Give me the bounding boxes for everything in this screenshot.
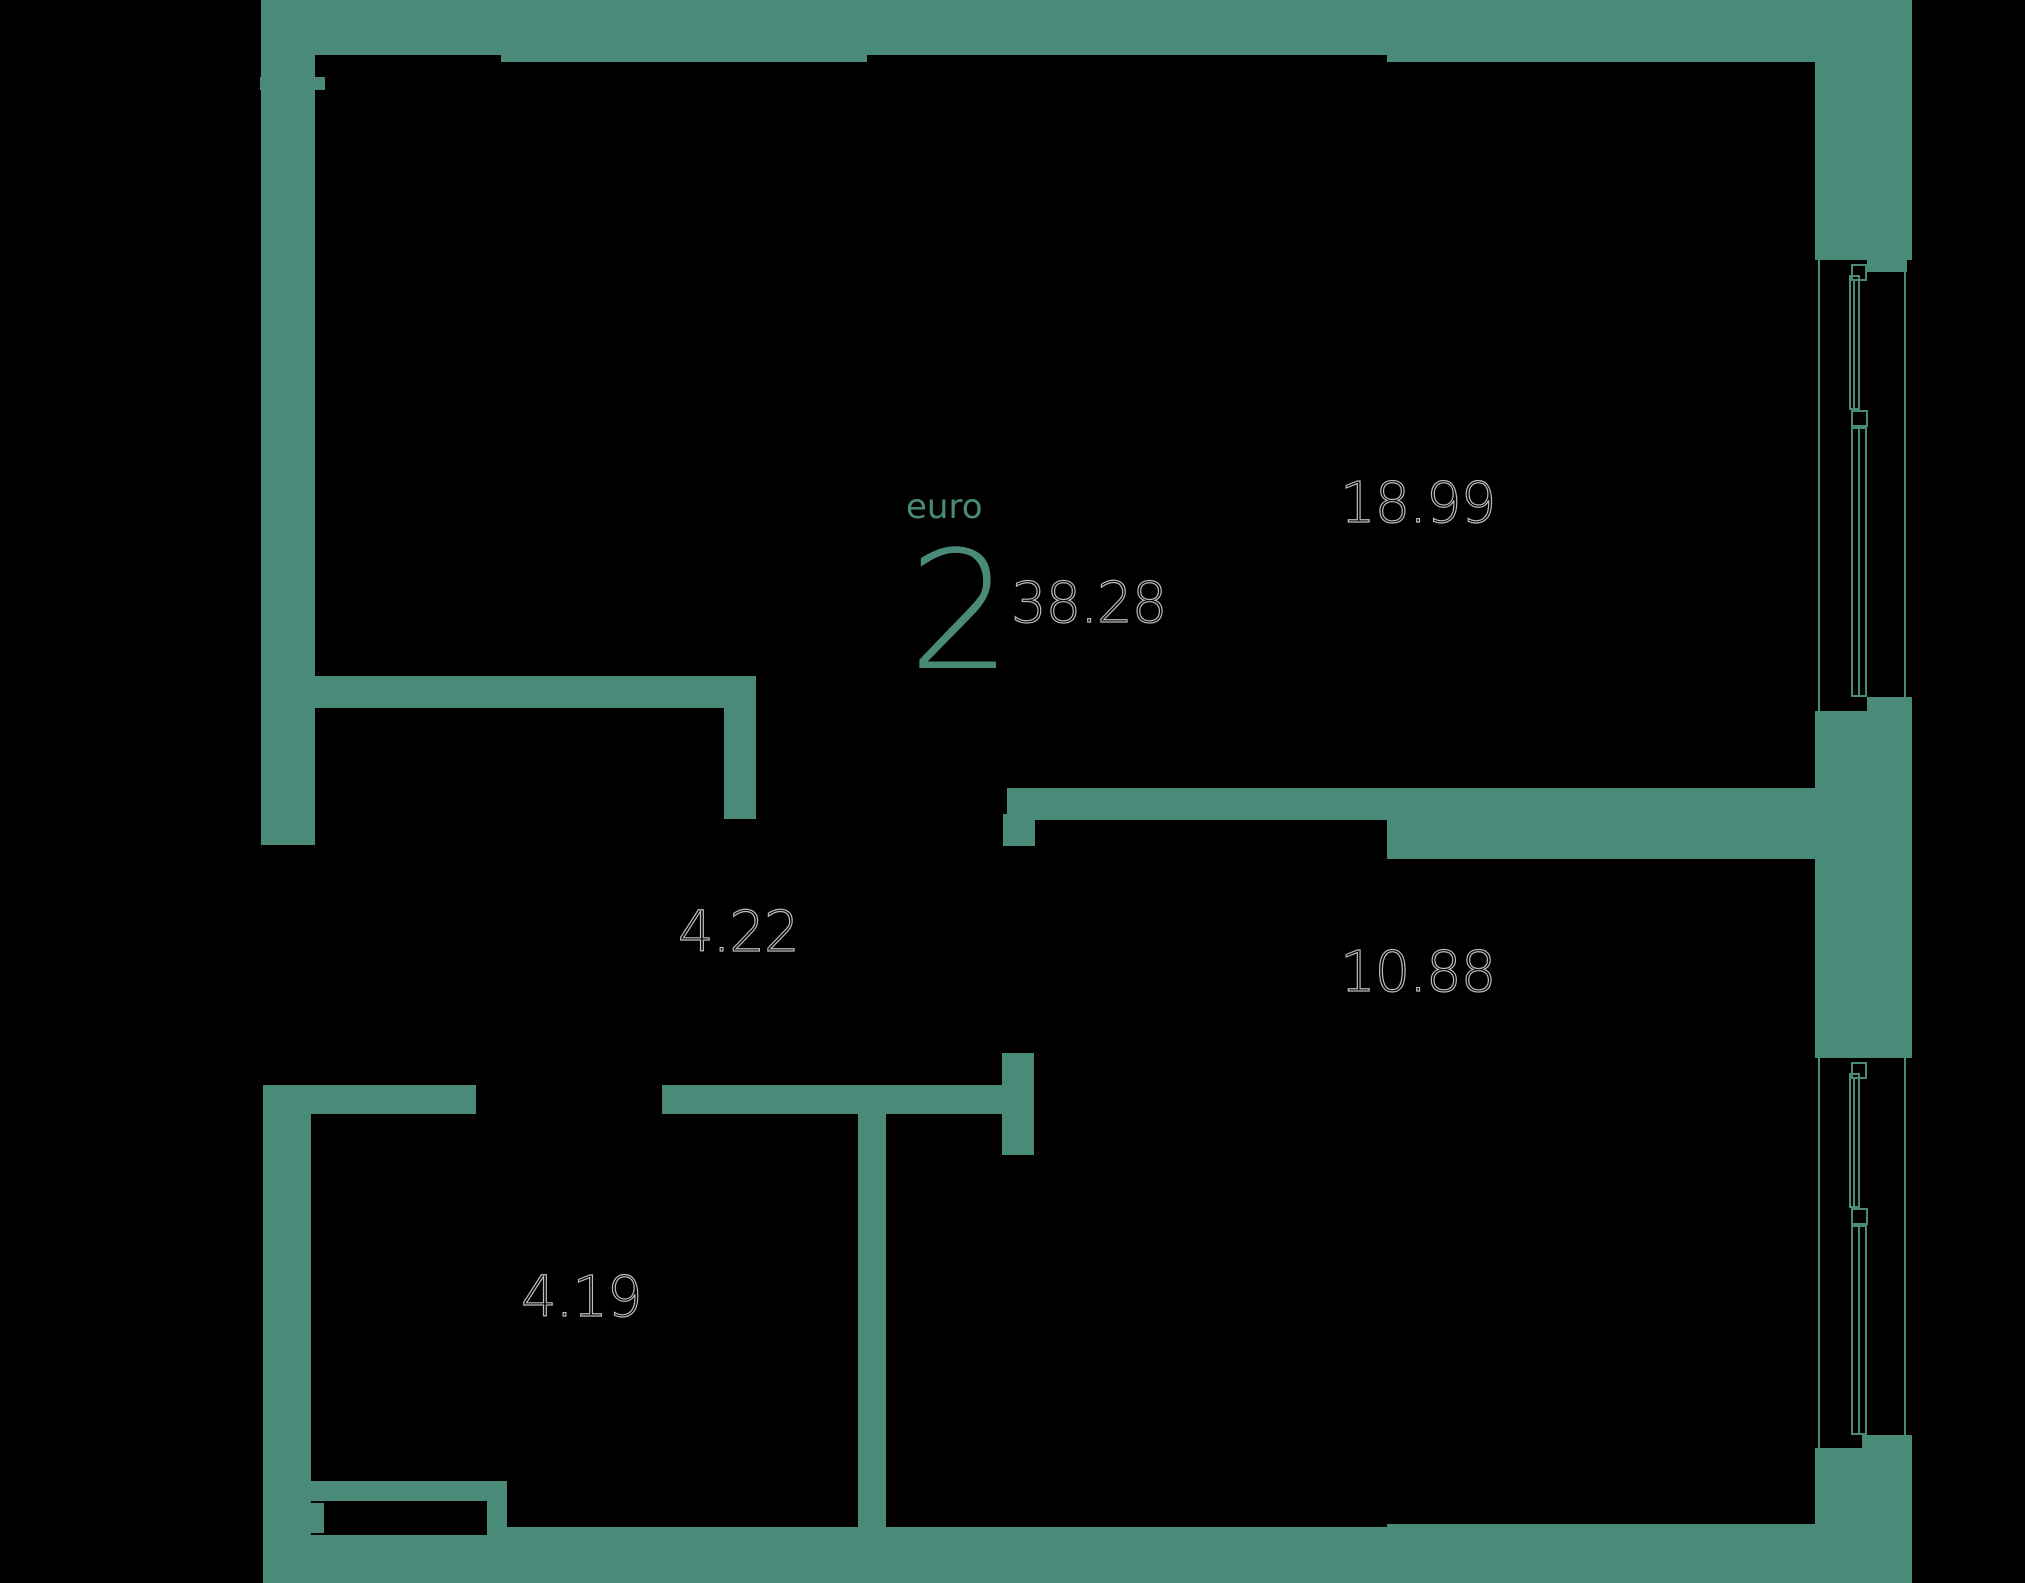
bottom-wall-right [1387, 1524, 1815, 1583]
closet-wall-stub [724, 676, 756, 819]
right-pier-middle [1815, 711, 1912, 1058]
closet-wall-horizontal [314, 676, 756, 708]
total-area: 38.28 [1010, 571, 1168, 636]
right-pier-top-ext [1867, 260, 1907, 272]
room-area-bedroom: 10.88 [1339, 940, 1497, 1005]
bathroom-wall-right-segment [662, 1085, 1034, 1114]
right-pier-top [1815, 0, 1912, 260]
right-pier-middle-ext [1867, 697, 1912, 711]
room-count: 2 [908, 516, 1013, 707]
left-wall-notch [260, 77, 325, 90]
bathroom-partition [858, 1114, 886, 1530]
top-wall [261, 0, 1912, 55]
bedroom-door-jamb-bottom [1002, 1053, 1034, 1155]
left-wall-lower [263, 1085, 311, 1583]
bedroom-door-jamb-top [1003, 814, 1035, 846]
top-wall-ledge-right [1387, 55, 1912, 62]
room-area-living-kitchen: 18.99 [1339, 471, 1497, 536]
right-pier-bottom-ext [1862, 1435, 1912, 1448]
room-area-hallway: 4.22 [677, 900, 800, 965]
apartment-type-label: euro [906, 487, 983, 527]
bathroom-wall-left-segment [311, 1085, 476, 1114]
left-wall-upper [261, 0, 315, 845]
bathroom-niche [311, 1501, 487, 1535]
bedroom-wall-thick [1387, 788, 1815, 859]
top-wall-ledge-left [501, 55, 867, 62]
room-area-bathroom: 4.19 [520, 1265, 643, 1330]
bathroom-niche-bar [311, 1503, 324, 1533]
